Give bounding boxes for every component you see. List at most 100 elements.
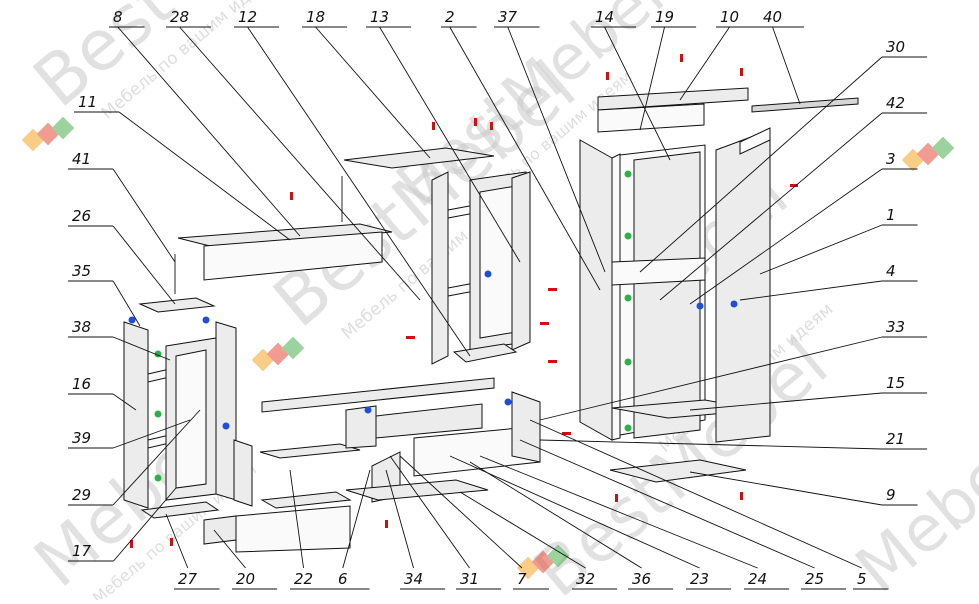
- callout-leader: [379, 26, 521, 263]
- callout-label: 3: [886, 150, 896, 168]
- fitting-green: [624, 294, 632, 302]
- callout-leader: [399, 455, 523, 569]
- watermark-logo-1: [21, 116, 75, 152]
- fitting-blue: [484, 270, 492, 278]
- callout-leader: [479, 455, 758, 569]
- fitting-blue: [696, 302, 704, 310]
- tv-unit-shelf: [259, 443, 361, 459]
- callout-leader: [449, 455, 700, 569]
- callout-leader: [507, 26, 606, 273]
- cabinet-bottom: [452, 343, 518, 363]
- callout-label: 9: [886, 486, 896, 504]
- wardrobe-top-panel: [597, 87, 749, 111]
- wall-shelf-top: [177, 223, 393, 247]
- wardrobe-shelf-rail: [611, 257, 706, 286]
- fitting-red: [474, 118, 477, 126]
- tv-unit-top: [261, 377, 495, 413]
- callout-leader: [112, 409, 201, 506]
- fitting-green: [624, 170, 632, 178]
- callout-label: 35: [72, 262, 91, 280]
- callout-leader: [118, 111, 291, 241]
- callout-leader: [112, 393, 137, 411]
- fitting-blue: [364, 406, 372, 414]
- callout-leader: [689, 392, 883, 411]
- callout-label: 2: [445, 8, 455, 26]
- fitting-red: [540, 322, 549, 325]
- wardrobe-right-edge: [739, 127, 771, 155]
- callout-label: 7: [517, 570, 527, 588]
- tv-unit-low-shelf: [345, 479, 489, 501]
- fitting-green: [624, 358, 632, 366]
- callout-leaders: [68, 26, 928, 590]
- left-cabinet-top: [138, 297, 216, 313]
- fitting-red: [432, 122, 435, 130]
- callout-label: 21: [886, 430, 905, 448]
- callout-leader: [772, 26, 801, 105]
- callout-leader: [247, 26, 471, 357]
- callout-label: 22: [294, 570, 313, 588]
- fitting-red: [680, 54, 683, 62]
- callout-label: 42: [886, 94, 905, 112]
- wardrobe-rail-40: [751, 97, 859, 113]
- callout-leader: [689, 471, 883, 506]
- callout-label: 6: [338, 570, 348, 588]
- callout-leader: [112, 419, 191, 449]
- fitting-green: [154, 474, 162, 482]
- callout-leader: [539, 439, 883, 450]
- wardrobe-right-side: [715, 129, 771, 443]
- callout-leader: [459, 491, 586, 569]
- callout-label: 10: [720, 8, 739, 26]
- callout-leader: [385, 469, 414, 569]
- callout-leader: [179, 26, 421, 301]
- fitting-red: [406, 336, 415, 339]
- wardrobe-left-edge: [611, 153, 621, 441]
- callout-label: 25: [805, 570, 824, 588]
- wardrobe-top-rail: [597, 103, 705, 133]
- callout-label: 38: [72, 318, 91, 336]
- callout-label: 30: [886, 38, 905, 56]
- callout-label: 33: [886, 318, 905, 336]
- fitting-red: [740, 68, 743, 76]
- fitting-red: [740, 492, 743, 500]
- callout-leader: [659, 112, 883, 301]
- callout-label: 32: [576, 570, 595, 588]
- tv-unit-left-side: [233, 439, 253, 507]
- callout-label: 1: [886, 206, 896, 224]
- fitting-blue: [730, 300, 738, 308]
- callouts-left: 11 41 26 35 38 16 39 29 17: [72, 93, 97, 560]
- callout-leader: [165, 513, 189, 569]
- callout-label: 20: [236, 570, 255, 588]
- callout-leader: [112, 225, 176, 305]
- callout-label: 40: [763, 8, 782, 26]
- callout-leader: [112, 168, 176, 263]
- cabinet-left-side: [431, 171, 449, 365]
- callouts-bottom: 27 20 22 6 34 31 7 32 36 23 24 25 5: [178, 570, 867, 588]
- callout-leader: [389, 455, 470, 569]
- callout-leader: [342, 469, 371, 569]
- fittings: [128, 54, 798, 548]
- callout-leader: [759, 224, 883, 275]
- callout-label: 4: [886, 262, 896, 280]
- left-cabinet-right-side: [215, 321, 237, 501]
- fitting-green: [624, 232, 632, 240]
- left-cabinet-side: [123, 321, 149, 509]
- callout-label: 8: [113, 8, 123, 26]
- wall-shelf-front: [203, 231, 383, 281]
- callout-leader: [529, 419, 862, 569]
- tv-unit-bottom: [260, 491, 352, 509]
- left-cabinet-glass: [175, 349, 207, 489]
- callout-leader: [117, 26, 301, 237]
- fitting-red: [130, 540, 133, 548]
- fitting-red: [385, 520, 388, 528]
- callout-leader: [315, 26, 431, 159]
- wall-shelf: [177, 176, 393, 281]
- glass-cabinet-left: [123, 254, 237, 519]
- callout-leader: [689, 168, 883, 305]
- callout-label: 13: [370, 8, 389, 26]
- fitting-blue: [504, 398, 512, 406]
- fitting-blue: [202, 316, 210, 324]
- callout-leader: [639, 56, 883, 273]
- wardrobe: [579, 87, 859, 483]
- watermark-logo-2: [251, 336, 305, 372]
